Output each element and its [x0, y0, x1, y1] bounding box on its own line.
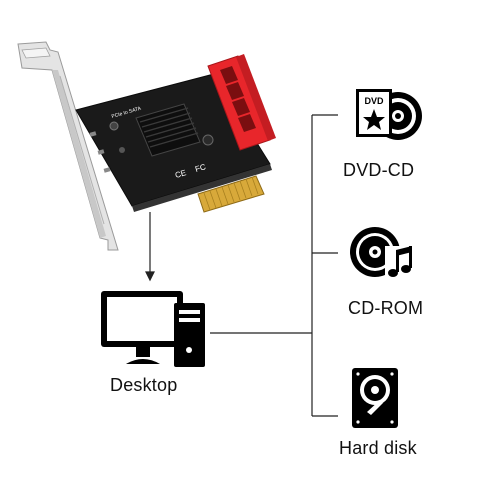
tower-icon — [174, 303, 205, 367]
sata-connectors — [207, 54, 276, 151]
music-note-icon — [388, 246, 412, 277]
pcie-gold-contacts — [197, 175, 265, 213]
desktop-label: Desktop — [110, 375, 178, 395]
dvd-cd-label: DVD-CD — [343, 160, 415, 180]
cd-rom-label: CD-ROM — [348, 298, 424, 318]
card-fc-mark: FC — [194, 162, 207, 174]
hard-disk-icon — [352, 368, 398, 428]
connector-lines — [145, 114, 338, 417]
card-heatsink — [135, 103, 201, 157]
pcie-sata-card: PCIe to SATA CE FC — [17, 41, 276, 251]
card-bracket — [17, 41, 119, 251]
hard-disk-label: Hard disk — [339, 438, 417, 458]
monitor-icon — [101, 291, 183, 364]
cd-music-icon — [350, 227, 415, 280]
card-to-desktop-arrowhead — [145, 271, 155, 282]
dvd-icon: DVD — [356, 89, 422, 140]
dvd-icon-text: DVD — [364, 96, 384, 106]
desktop-computer-icon — [101, 291, 205, 367]
star-icon — [363, 109, 385, 130]
card-ce-mark: CE — [174, 168, 187, 180]
